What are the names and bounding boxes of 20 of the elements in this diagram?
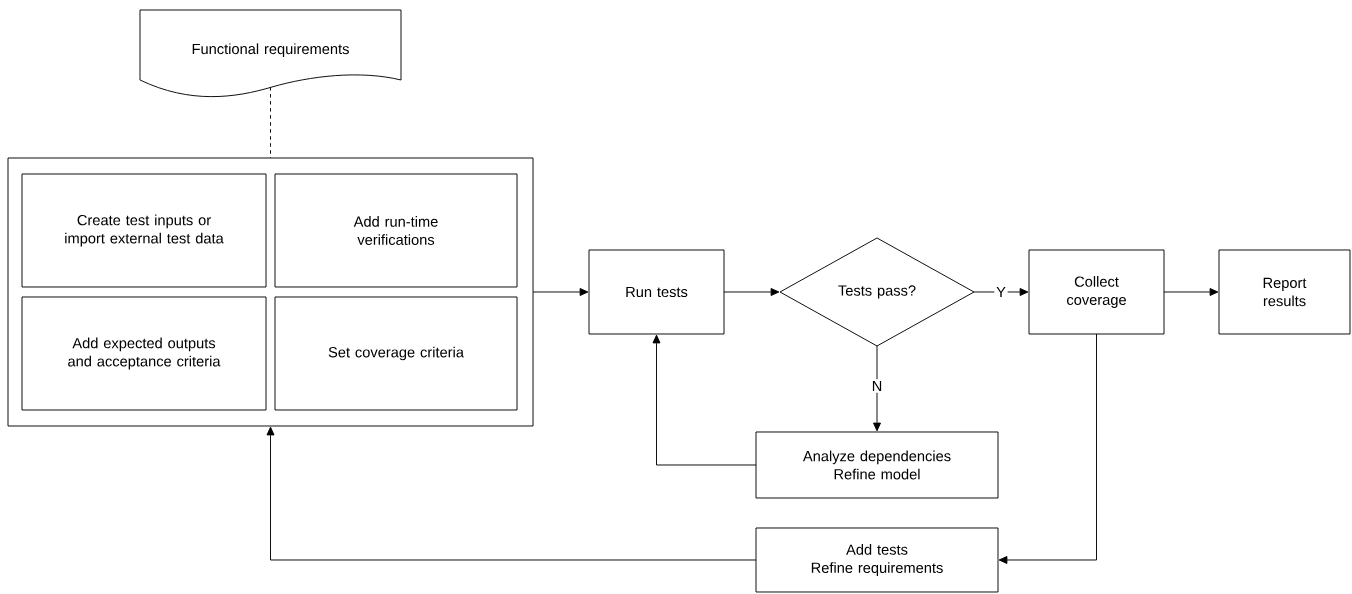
arrow	[266, 426, 757, 561]
arrow	[532, 288, 589, 296]
process-box: Set coverage criteria	[274, 296, 518, 411]
process-box: Create test inputs or import external test data	[21, 173, 267, 288]
edge-label: N	[869, 379, 885, 393]
process-box: Report results	[1218, 249, 1351, 335]
process-box: Add expected outputs and acceptance criteria	[21, 296, 267, 411]
process-box: Analyze dependencies Refine model	[755, 431, 999, 499]
dashed-line	[270, 86, 271, 159]
arrow	[873, 345, 881, 432]
arrow	[998, 333, 1097, 564]
arrow	[652, 334, 757, 466]
arrow	[973, 288, 1029, 296]
arrow	[1163, 288, 1219, 296]
edge-label: Y	[994, 285, 1008, 299]
process-box: Add tests Refine requirements	[755, 527, 999, 593]
process-box: Add run-time verifications	[274, 173, 518, 288]
process-box: Collect coverage	[1028, 249, 1165, 335]
arrow	[723, 288, 780, 296]
process-box: Run tests	[588, 249, 725, 335]
